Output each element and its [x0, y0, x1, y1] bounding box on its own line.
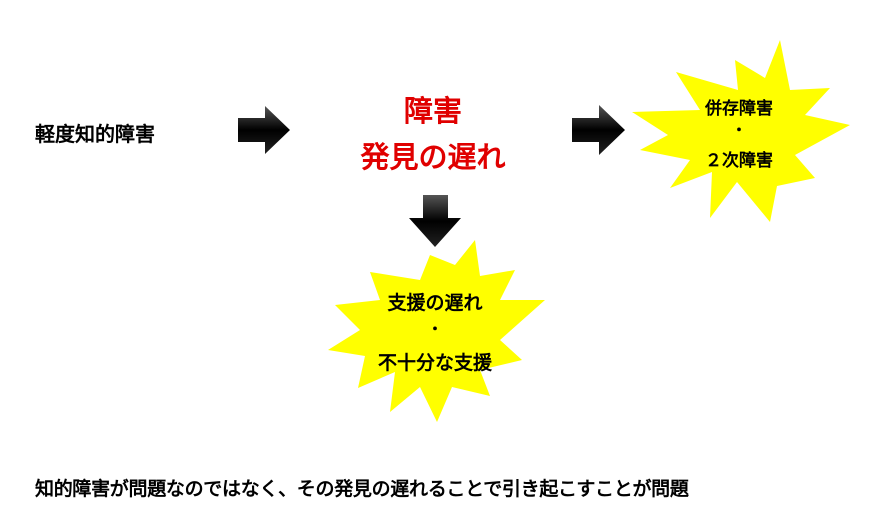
arrow-down [409, 195, 461, 247]
burst-bottom-line2: 不十分な支援 [377, 352, 493, 374]
burst-right-line1: 併存障害 [705, 99, 773, 119]
burst-bottom-dot: ・ [427, 320, 443, 338]
starburst-right [632, 40, 850, 222]
burst-right-line2: ２次障害 [705, 151, 773, 171]
center-title-line1: 障害 [403, 94, 463, 128]
center-title-line2: 発見の遅れ [360, 140, 506, 174]
burst-right-dot: ・ [731, 121, 747, 139]
arrow-right-1 [238, 106, 290, 154]
starburst-bottom [328, 240, 545, 422]
start-label: 軽度知的障害 [35, 122, 155, 146]
footer-statement: 知的障害が問題なのではなく、その発見の遅れることで引き起こすことが問題 [35, 478, 689, 500]
arrow-right-2 [572, 105, 625, 155]
burst-bottom-line1: 支援の遅れ [387, 292, 483, 314]
